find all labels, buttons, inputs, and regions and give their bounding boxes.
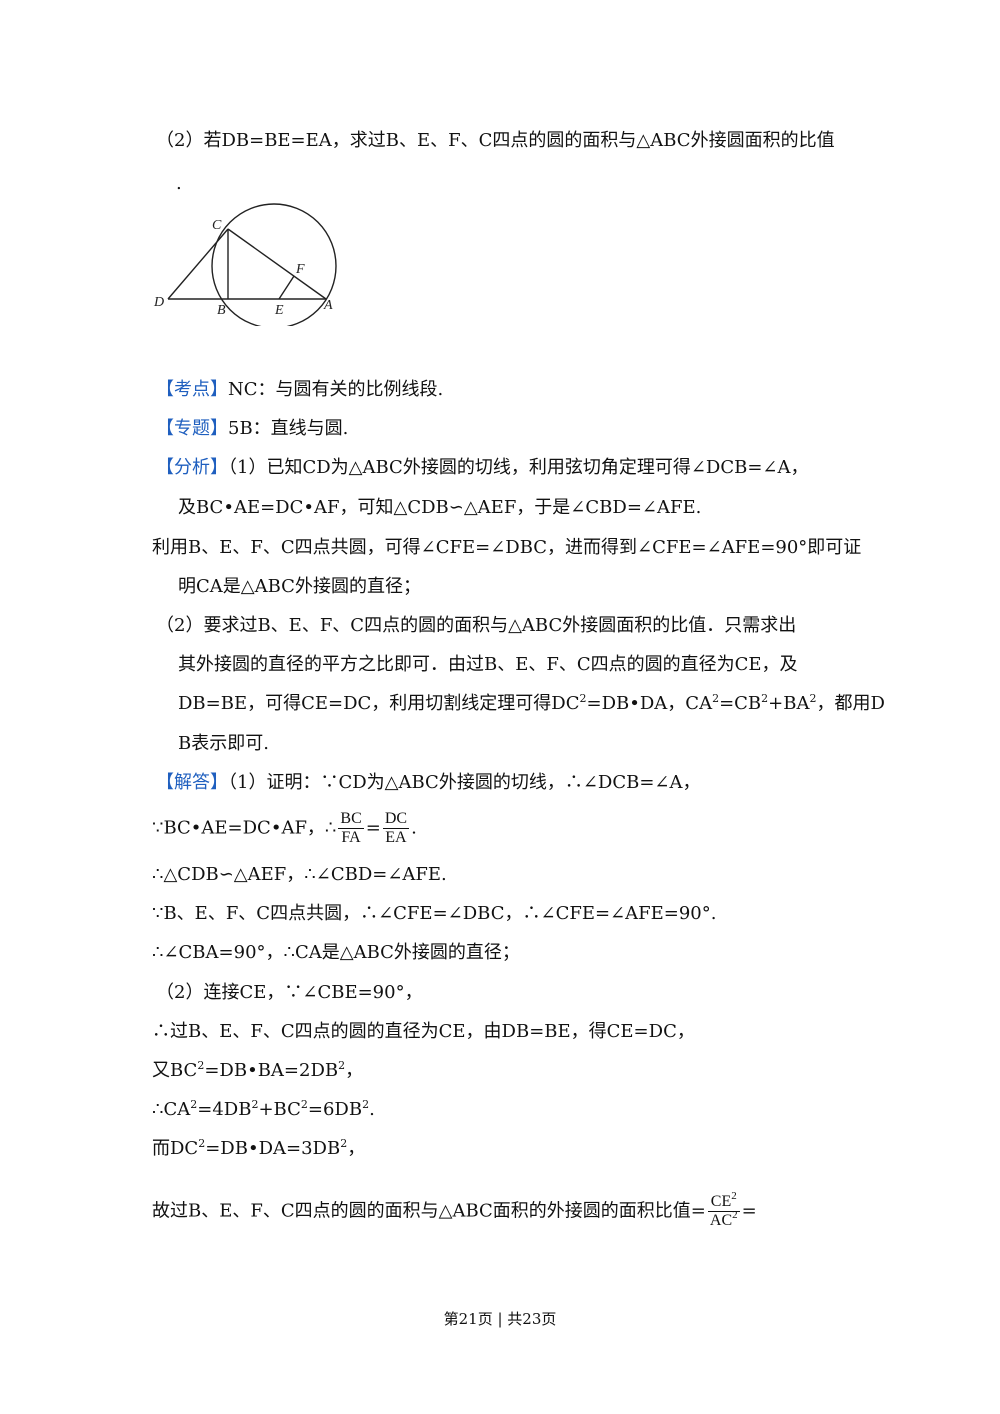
fenxi-line-2: 及BC•AE=DC•AF，可知△CDB∽△AEF，于是∠CBD=∠AFE. xyxy=(178,497,702,518)
kaodian-tag: 【考点】 xyxy=(156,379,228,400)
jieda-line-4: ∵B、E、F、C四点共圆，∴∠CFE=∠DBC，∴∠CFE=∠AFE=90°. xyxy=(152,903,717,924)
sup-2: 2 xyxy=(338,1059,346,1072)
fenxi-l7-a: DB=BE，可得CE=DC，利用切割线定理可得DC xyxy=(178,693,580,714)
segment-DC xyxy=(167,228,229,300)
label-E: E xyxy=(274,303,284,318)
sup-2: 2 xyxy=(197,1059,205,1072)
jieda-line-3: ∴△CDB∽△AEF，∴∠CBD=∠AFE. xyxy=(152,864,447,885)
segment-CA xyxy=(227,228,327,300)
kaodian-text: NC：与圆有关的比例线段. xyxy=(228,379,444,400)
jieda-line-1: （1）证明：∵CD为△ABC外接圆的切线，∴∠DCB=∠A， xyxy=(228,772,701,793)
jieda-l9-c: +BC xyxy=(258,1099,301,1120)
sup-2: 2 xyxy=(579,692,587,705)
sup-2: 2 xyxy=(300,1098,308,1111)
jieda-l9-d: =6DB xyxy=(307,1099,363,1120)
sup-2: 2 xyxy=(712,692,720,705)
jieda-tag: 【解答】 xyxy=(156,772,228,793)
sup-2: 2 xyxy=(761,692,769,705)
jieda-l8-b: =DB•BA=2DB xyxy=(204,1060,339,1081)
jieda-line-8: 又BC2=DB•BA=2DB2， xyxy=(152,1059,363,1083)
jieda-l11-text: 故过B、E、F、C四点的圆的面积与△ABC面积的外接圆的面积比值= xyxy=(152,1200,706,1222)
sup-2: 2 xyxy=(340,1137,348,1150)
fenxi-line-4: 明CA是△ABC外接圆的直径； xyxy=(178,576,421,597)
fenxi-l7-d: +BA xyxy=(768,693,810,714)
jieda-l10-b: =DB•DA=3DB xyxy=(205,1138,341,1159)
zhuanti-tag: 【专题】 xyxy=(156,418,228,439)
label-F: F xyxy=(295,262,305,277)
fenxi-l7-c: =CB xyxy=(719,693,762,714)
segment-EF xyxy=(278,275,295,300)
label-A: A xyxy=(323,298,333,313)
label-B: B xyxy=(217,303,226,318)
jieda-l8-c: ， xyxy=(345,1060,364,1081)
fenxi-l7-b: =DB•DA，CA xyxy=(586,693,713,714)
fenxi-l7-e: ，都用D xyxy=(816,693,885,714)
fenxi-line-3: 利用B、E、F、C四点共圆，可得∠CFE=∠DBC，进而得到∠CFE=∠AFE=… xyxy=(152,537,862,558)
label-D: D xyxy=(153,295,164,310)
question-text-end: . xyxy=(176,173,182,194)
frac3-den: AC2 xyxy=(708,1209,740,1230)
fenxi-line-8: B表示即可. xyxy=(178,733,269,754)
frac2-den: EA xyxy=(385,829,407,846)
jieda-l9-e: . xyxy=(369,1099,375,1120)
jieda-line-9: ∴CA2=4DB2+BC2=6DB2. xyxy=(152,1098,375,1122)
frac1-num: BC xyxy=(338,810,364,829)
jieda-l2-end: . xyxy=(411,817,417,839)
frac3-num: CE2 xyxy=(707,1190,740,1212)
kaodian-row: 【考点】NC：与圆有关的比例线段. xyxy=(156,378,443,402)
question-part2: （2）若DB=BE=EA，求过B、E、F、C四点的圆的面积与△ABC外接圆面积的… xyxy=(156,129,835,153)
sup-2: 2 xyxy=(251,1098,259,1111)
sup-2: 2 xyxy=(198,1137,206,1150)
jieda-l9-b: =4DB xyxy=(197,1099,252,1120)
sup-2: 2 xyxy=(732,1209,738,1221)
jieda-l8-a: 又BC xyxy=(152,1060,198,1081)
fenxi-line-5: （2）要求过B、E、F、C四点的圆的面积与△ABC外接圆面积的比值．只需求出 xyxy=(156,615,797,636)
frac3-num-text: CE xyxy=(710,1193,732,1210)
frac1-den: FA xyxy=(341,829,361,846)
jieda-l10-a: 而DC xyxy=(152,1138,199,1159)
jieda-l9-a: ∴CA xyxy=(152,1099,191,1120)
jieda-l11-end: = xyxy=(741,1200,757,1222)
jieda-line-6: （2）连接CE，∵∠CBE=90°， xyxy=(156,982,423,1003)
sup-2: 2 xyxy=(809,692,817,705)
sup-2: 2 xyxy=(731,1190,737,1202)
fenxi-tag: 【分析】 xyxy=(156,457,228,478)
frac2-num: DC xyxy=(382,810,410,829)
jieda-l10-c: ， xyxy=(347,1138,366,1159)
question-part2-end: . xyxy=(176,172,182,196)
fenxi-line-7: DB=BE，可得CE=DC，利用切割线定理可得DC2=DB•DA，CA2=CB2… xyxy=(178,692,885,716)
equals: = xyxy=(365,817,381,839)
fenxi-line-6: 其外接圆的直径的平方之比即可．由过B、E、F、C四点的圆的直径为CE，及 xyxy=(178,654,798,675)
question-text: （2）若DB=BE=EA，求过B、E、F、C四点的圆的面积与△ABC外接圆面积的… xyxy=(156,130,835,151)
jieda-line-5: ∴∠CBA=90°，∴CA是△ABC外接圆的直径； xyxy=(152,942,520,963)
fenxi-line-1: （1）已知CD为△ABC外接圆的切线，利用弦切角定理可得∠DCB=∠A， xyxy=(228,457,809,478)
jieda-line-10: 而DC2=DB•DA=3DB2， xyxy=(152,1137,365,1161)
fenxi-row-1: 【分析】（1）已知CD为△ABC外接圆的切线，利用弦切角定理可得∠DCB=∠A， xyxy=(156,456,809,480)
sup-2: 2 xyxy=(362,1098,370,1111)
jieda-l2-a: ∵BC•AE=DC•AF，∴ xyxy=(152,817,337,839)
jieda-row-1: 【解答】（1）证明：∵CD为△ABC外接圆的切线，∴∠DCB=∠A， xyxy=(156,771,701,795)
circle xyxy=(211,203,337,326)
zhuanti-row: 【专题】5B：直线与圆. xyxy=(156,417,348,441)
jieda-line-7: ∴过B、E、F、C四点的圆的直径为CE，由DB=BE，得CE=DC， xyxy=(152,1021,695,1042)
geometry-figure: C F D B E A xyxy=(153,203,337,326)
zhuanti-text: 5B：直线与圆. xyxy=(228,418,349,439)
page-footer: 第21页 | 共23页 xyxy=(443,1310,557,1328)
label-C: C xyxy=(212,218,222,233)
sup-2: 2 xyxy=(190,1098,198,1111)
frac3-den-text: AC xyxy=(709,1212,733,1229)
